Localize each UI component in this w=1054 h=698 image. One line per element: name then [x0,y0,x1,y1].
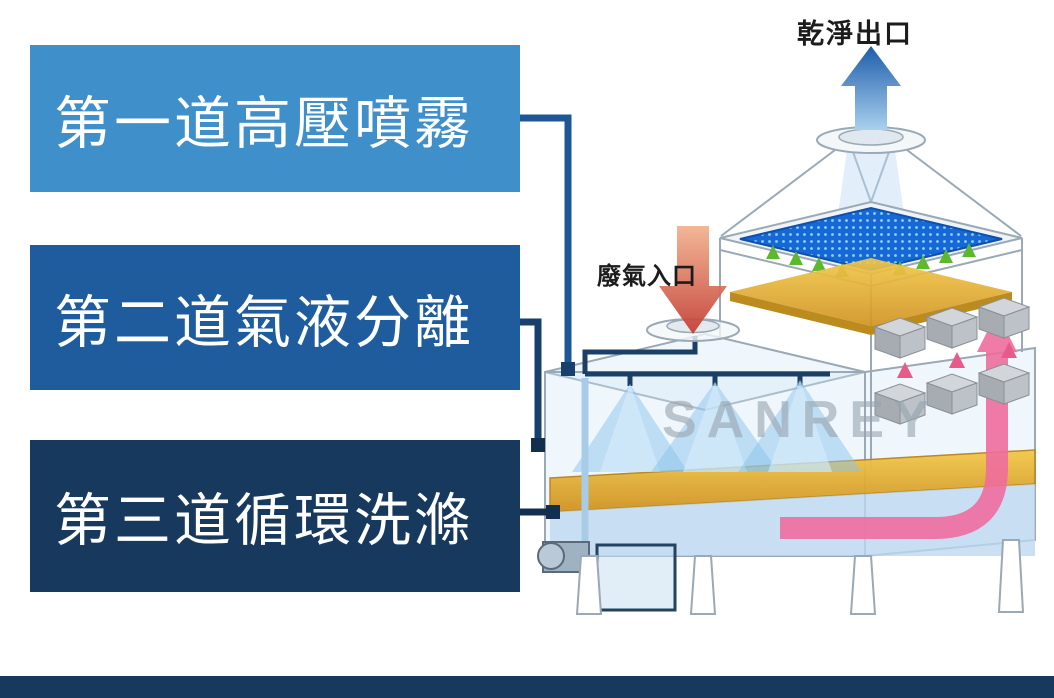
outlet-flange [816,126,926,154]
bottom-accent-bar [0,676,1054,698]
banner-stage-1-label: 第一道高壓噴霧 [54,90,474,157]
clean-outlet-label: 乾淨出口 [797,19,913,50]
scrubber-illustration [537,46,1036,615]
filter-blocks [873,297,1031,425]
spray-cones [572,380,862,472]
banner-stage-2: 第二道氣液分離 [30,245,520,390]
banner-stage-3: 第三道循環洗滌 [30,440,520,592]
banner-stage-3-label: 第三道循環洗滌 [54,488,474,554]
banner-stage-1: 第一道高壓噴霧 [30,45,520,192]
banner-stage-2-label: 第二道氣液分離 [54,289,474,356]
mist-eliminator-panel [739,206,1003,272]
exhaust-hood [720,149,1022,237]
pink-flow-arrows [897,342,1017,378]
exhaust-inlet-label: 廢氣入口 [597,262,697,290]
exhaust-inlet-arrow [659,226,727,334]
sump-box [595,543,677,612]
clean-outlet-arrow [841,46,901,130]
brand-watermark: SANREY [662,391,939,449]
tank-legs [575,539,1025,615]
